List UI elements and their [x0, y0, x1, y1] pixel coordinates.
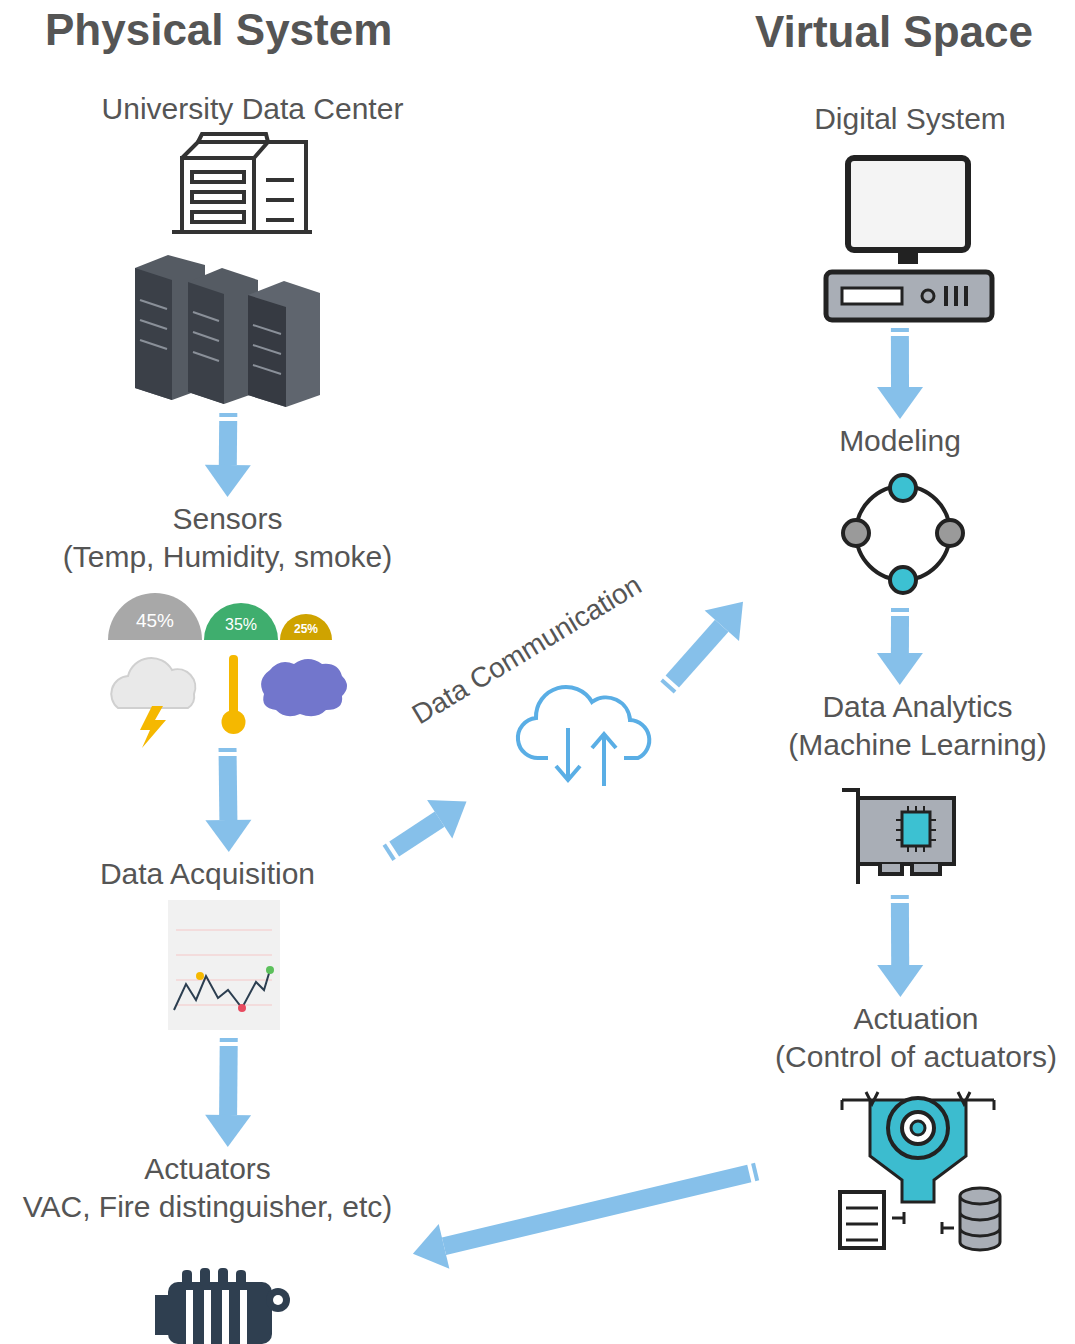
arrow-part	[220, 1038, 238, 1042]
arrow-part	[891, 336, 909, 387]
arrow-part	[219, 748, 237, 752]
node-title: Actuation	[760, 1000, 1072, 1038]
flow-arrow	[660, 602, 743, 694]
flow-arrow	[877, 895, 923, 997]
modeling-node: Modeling	[745, 422, 1055, 605]
building-icon	[172, 134, 312, 232]
flow-arrow	[205, 748, 251, 852]
node-title: Sensors	[45, 500, 410, 538]
node-subtitle: VAC, Fire distinguisher, etc)	[5, 1188, 410, 1226]
arrow-part	[877, 965, 923, 997]
flow-arrow	[877, 328, 923, 419]
arrow-part	[205, 1115, 251, 1147]
model-graph-icon	[843, 475, 963, 593]
actuation-icon	[840, 1092, 1000, 1250]
arrow-part	[891, 895, 909, 899]
node-subtitle: (Temp, Humidity, smoke)	[45, 538, 410, 576]
data-center-node: University Data Center	[80, 90, 425, 410]
arrow-part	[891, 328, 909, 332]
gauge-value: 25%	[281, 621, 331, 637]
arrow-part	[891, 608, 909, 612]
arrow-part	[891, 903, 909, 965]
gauge-value: 35%	[206, 615, 276, 635]
actuators-node: ActuatorsVAC, Fire distinguisher, etc)	[5, 1150, 410, 1340]
section-heading: Virtual Space	[755, 8, 1033, 56]
arrow-part	[219, 756, 238, 820]
server-racks	[135, 255, 320, 407]
acquisition-node: Data Acquisition	[30, 855, 385, 1035]
node-subtitle: (Control of actuators)	[760, 1038, 1072, 1076]
arrow-part	[751, 1163, 759, 1181]
arrow-part	[219, 421, 237, 465]
chart-icon	[168, 900, 280, 1030]
arrow-part	[877, 387, 923, 419]
communication-node: Data Communication	[385, 555, 665, 800]
flow-arrow	[205, 1038, 251, 1147]
arrow-part	[219, 413, 237, 417]
computer-icon	[826, 158, 992, 320]
actuator-icon	[155, 1268, 290, 1344]
arrow-part	[705, 602, 743, 641]
node-title: Modeling	[745, 422, 1055, 460]
node-title: Data Communication	[389, 556, 666, 743]
gpu-card-icon	[842, 790, 954, 884]
digital-system-node: Digital System	[790, 100, 1030, 325]
sensor-icons	[108, 593, 347, 748]
arrow-part	[389, 812, 444, 857]
arrow-part	[891, 616, 909, 653]
node-title: Data Analytics	[770, 688, 1065, 726]
arrow-part	[205, 465, 251, 497]
node-subtitle: (Machine Learning)	[770, 726, 1065, 764]
arrow-part	[442, 1165, 752, 1255]
section-heading: Physical System	[45, 6, 392, 54]
cloud-icon	[518, 687, 649, 786]
actuation-node: Actuation(Control of actuators)	[760, 1000, 1072, 1255]
node-title: University Data Center	[80, 90, 425, 128]
flow-arrow	[205, 413, 251, 497]
flow-arrow	[383, 800, 467, 861]
arrow-part	[666, 620, 729, 688]
node-title: Digital System	[790, 100, 1030, 138]
node-title: Data Acquisition	[30, 855, 385, 893]
arrow-part	[205, 820, 251, 852]
arrow-part	[219, 1046, 238, 1115]
flow-arrow	[877, 608, 923, 685]
arrow-part	[413, 1224, 450, 1269]
gauge-value: 45%	[115, 609, 195, 632]
arrow-part	[427, 800, 466, 839]
node-title: Actuators	[5, 1150, 410, 1188]
arrow-part	[877, 653, 923, 685]
flow-arrow	[413, 1163, 759, 1269]
analytics-node: Data Analytics(Machine Learning)	[770, 688, 1065, 892]
